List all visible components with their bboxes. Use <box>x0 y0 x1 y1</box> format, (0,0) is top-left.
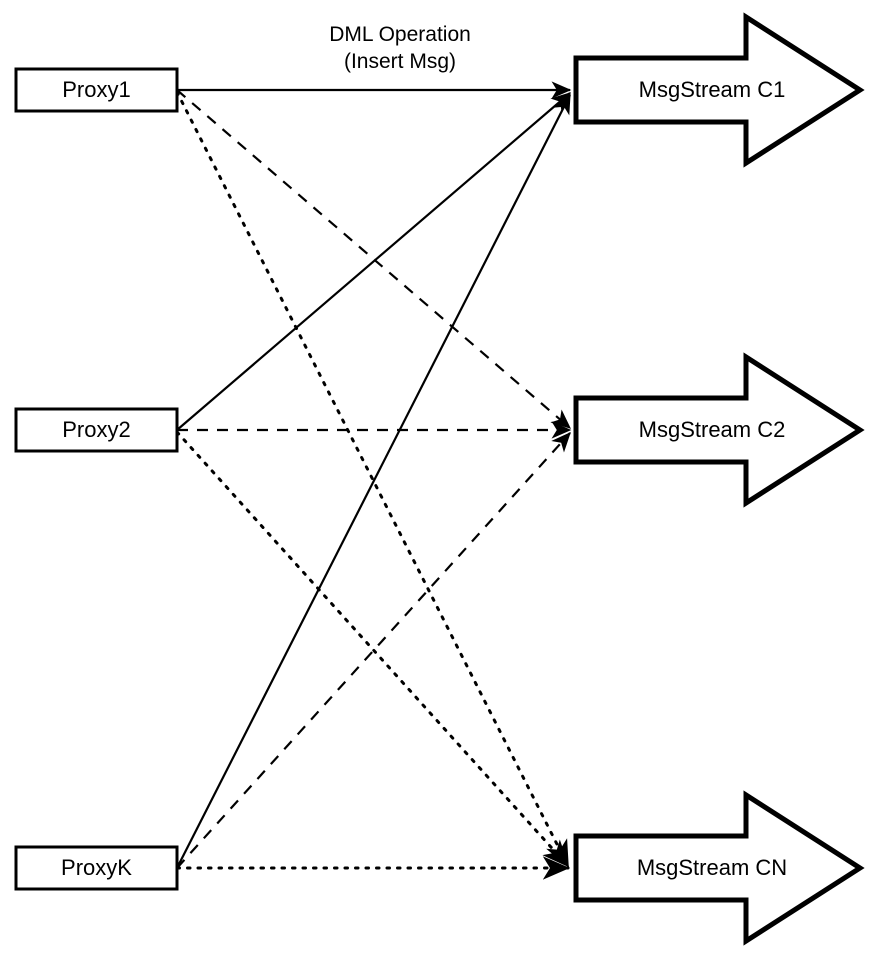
msgstream-arrow-shape-stream-c1[interactable] <box>573 12 865 168</box>
proxy-node-proxy1[interactable]: Proxy1 <box>14 67 179 113</box>
msgstream-label-stream-cn: MsgStream CN <box>637 855 787 880</box>
connection-proxy1-to-c2 <box>176 89 572 429</box>
msgstream-label-stream-c2: MsgStream C2 <box>639 417 786 442</box>
msgstream-label-stream-c1: MsgStream C1 <box>639 77 786 102</box>
proxy-label-proxyk: ProxyK <box>61 855 132 880</box>
connection-proxyk-to-c2 <box>176 432 571 869</box>
connection-proxy2-to-cn <box>175 430 570 868</box>
edge-label-line-2: (Insert Msg) <box>344 50 456 73</box>
msgstream-arrow-shape-stream-c2[interactable] <box>573 352 865 508</box>
proxy-box-proxy1[interactable] <box>14 67 179 113</box>
proxy-box-proxyk[interactable] <box>14 845 179 891</box>
proxy-label-proxy2: Proxy2 <box>62 417 130 442</box>
proxy-label-proxy1: Proxy1 <box>62 77 130 102</box>
msgstream-node-stream-c2[interactable]: MsgStream C2 <box>573 352 865 508</box>
msgstream-arrow-shape-stream-cn[interactable] <box>573 790 865 946</box>
connection-proxy2-to-c1 <box>176 92 572 431</box>
connection-proxy1-to-cn <box>175 90 570 868</box>
proxy-box-proxy2[interactable] <box>14 407 179 453</box>
dml-operation-label: DML Operation (Insert Msg) <box>329 23 471 73</box>
proxy-node-proxy2[interactable]: Proxy2 <box>14 407 179 453</box>
connections-layer <box>175 81 572 880</box>
msgstream-node-stream-cn[interactable]: MsgStream CN <box>573 790 865 946</box>
connection-proxyk-to-c1 <box>176 93 571 869</box>
msgstream-nodes-layer: MsgStream C1 MsgStream C2 MsgStream CN <box>573 12 865 946</box>
edge-label-line-1: DML Operation <box>329 23 471 46</box>
proxy-node-proxyk[interactable]: ProxyK <box>14 845 179 891</box>
msgstream-node-stream-c1[interactable]: MsgStream C1 <box>573 12 865 168</box>
